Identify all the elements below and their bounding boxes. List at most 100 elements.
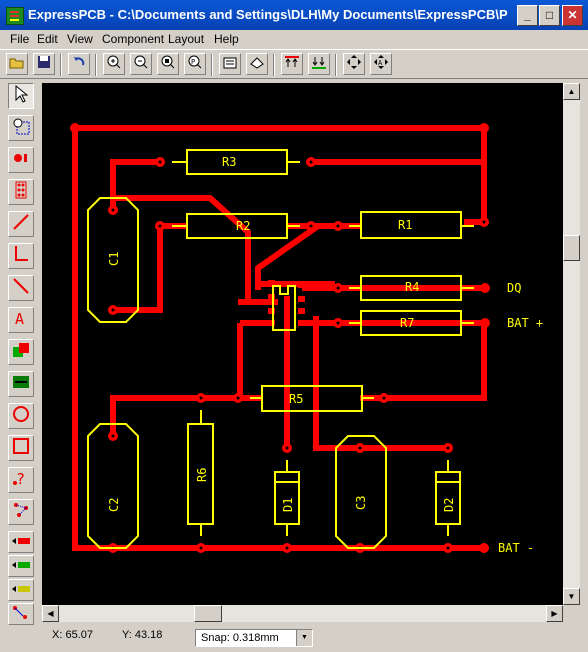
vertical-scrollbar[interactable]: ▲ ▼ <box>563 83 580 605</box>
y-coordinate: Y: 43.18 <box>122 629 163 641</box>
rectangle-tool-icon[interactable] <box>8 435 34 461</box>
layer-tool-icon[interactable] <box>8 339 34 365</box>
pads <box>70 123 490 553</box>
zoom-page-icon[interactable]: P <box>184 53 206 75</box>
autoroute-tool-icon[interactable] <box>8 603 34 625</box>
vertical-scroll-thumb[interactable] <box>563 235 580 261</box>
horizontal-scroll-thumb[interactable] <box>194 605 222 622</box>
pad <box>298 282 305 288</box>
traces <box>72 125 487 551</box>
svg-text:P: P <box>191 58 195 66</box>
pad <box>268 308 275 314</box>
menu-file[interactable]: File <box>10 32 30 46</box>
help-tool-icon[interactable]: ? <box>8 467 34 493</box>
horizontal-scrollbar[interactable]: ◀ ▶ <box>42 605 563 622</box>
pad-holes <box>111 160 486 550</box>
status-bar: X: 65.07 Y: 43.18 Snap: 0.318mm ▼ <box>0 625 588 652</box>
d2-label: D2 <box>442 498 456 512</box>
menu-help[interactable]: Help <box>214 32 239 46</box>
pad <box>479 543 489 553</box>
select-tool-icon[interactable] <box>8 83 34 109</box>
c3-outline <box>335 435 387 549</box>
pad <box>268 294 275 300</box>
close-button[interactable]: ✕ <box>562 5 583 26</box>
trace-c1-r2 <box>113 223 186 313</box>
top-layer-tool-icon[interactable] <box>8 531 34 553</box>
circle-tool-icon[interactable] <box>8 403 34 429</box>
zoom-window-icon[interactable] <box>157 53 179 75</box>
scroll-right-icon[interactable]: ▶ <box>546 605 563 622</box>
scroll-left-icon[interactable]: ◀ <box>42 605 59 622</box>
ground-plane-tool-icon[interactable] <box>8 371 34 397</box>
net-tool-icon[interactable] <box>8 499 34 525</box>
toolbar-separator <box>95 54 97 76</box>
properties-icon[interactable] <box>219 53 241 75</box>
trace-ic-r5 <box>237 323 262 401</box>
r5-outline <box>261 385 363 412</box>
svg-text:A: A <box>378 59 383 67</box>
c2-label: C2 <box>107 498 121 512</box>
r3-label: R3 <box>222 155 236 169</box>
pad <box>298 296 305 302</box>
text-tool-icon[interactable]: A <box>8 307 34 333</box>
svg-text:?: ? <box>16 470 25 488</box>
r2-label: R2 <box>236 219 250 233</box>
pcb-layout[interactable]: R3 R2 R1 R4 R7 R5 R6 C1 C2 C3 D1 D2 DQ B… <box>42 83 563 605</box>
pad <box>298 320 305 326</box>
pad <box>70 123 80 133</box>
menu-layout[interactable]: Layout <box>168 32 205 46</box>
minimize-button[interactable]: _ <box>517 5 538 26</box>
move-icon[interactable] <box>343 53 365 75</box>
c1-outline <box>87 197 139 323</box>
trace-tool-icon[interactable] <box>8 211 34 237</box>
toolbar: P A <box>0 49 588 79</box>
top-layer-icon[interactable] <box>281 53 303 75</box>
snap-select[interactable]: Snap: 0.318mm ▼ <box>195 629 313 647</box>
component-tool-icon[interactable] <box>8 179 34 205</box>
toolbar-separator <box>335 54 337 76</box>
bat-minus-label: BAT - <box>498 541 534 555</box>
layer-icon[interactable] <box>246 53 268 75</box>
bottom-layer-tool-icon[interactable] <box>8 555 34 577</box>
zoom-in-icon[interactable] <box>103 53 125 75</box>
chevron-down-icon[interactable]: ▼ <box>296 630 312 646</box>
snap-value: 0.318mm <box>232 632 279 644</box>
maximize-button[interactable]: □ <box>539 5 560 26</box>
undo-icon[interactable] <box>68 53 90 75</box>
r5-label: R5 <box>289 392 303 406</box>
trace-corner-tool-icon[interactable] <box>8 243 34 269</box>
open-icon[interactable] <box>6 53 28 75</box>
title-bar: ExpressPCB - C:\Documents and Settings\D… <box>0 0 588 30</box>
bottom-layer-icon[interactable] <box>308 53 330 75</box>
zoom-select-tool-icon[interactable] <box>8 115 34 141</box>
pad-tool-icon[interactable] <box>8 147 34 173</box>
x-coordinate: X: 65.07 <box>52 629 93 641</box>
r7-label: R7 <box>400 316 414 330</box>
window-title: ExpressPCB - C:\Documents and Settings\D… <box>28 7 508 22</box>
menu-component[interactable]: Component <box>102 32 165 46</box>
toolbar-separator <box>273 54 275 76</box>
zoom-out-icon[interactable] <box>130 53 152 75</box>
c2-outline <box>87 423 139 549</box>
pad <box>479 123 489 133</box>
scroll-up-icon[interactable]: ▲ <box>563 83 580 100</box>
d1-label: D1 <box>281 498 295 512</box>
pad <box>480 318 490 328</box>
menu-view[interactable]: View <box>67 32 93 46</box>
c3-label: C3 <box>354 496 368 510</box>
r1-label: R1 <box>398 218 412 232</box>
silkscreen-tool-icon[interactable] <box>8 579 34 601</box>
rotate-icon[interactable]: A <box>370 53 392 75</box>
trace-diagonal-tool-icon[interactable] <box>8 275 34 301</box>
pcb-canvas[interactable]: R3 R2 R1 R4 R7 R5 R6 C1 C2 C3 D1 D2 DQ B… <box>42 83 563 605</box>
trace-left-bus <box>72 128 484 551</box>
r3-outline <box>186 149 288 175</box>
menu-bar: File Edit View Component Layout Help <box>0 30 588 48</box>
trace-c1-r3 <box>110 159 160 210</box>
menu-edit[interactable]: Edit <box>37 32 58 46</box>
save-icon[interactable] <box>33 53 55 75</box>
scroll-down-icon[interactable]: ▼ <box>563 588 580 605</box>
dq-label: DQ <box>507 281 521 295</box>
c1-label: C1 <box>107 252 121 266</box>
pad <box>480 283 490 293</box>
